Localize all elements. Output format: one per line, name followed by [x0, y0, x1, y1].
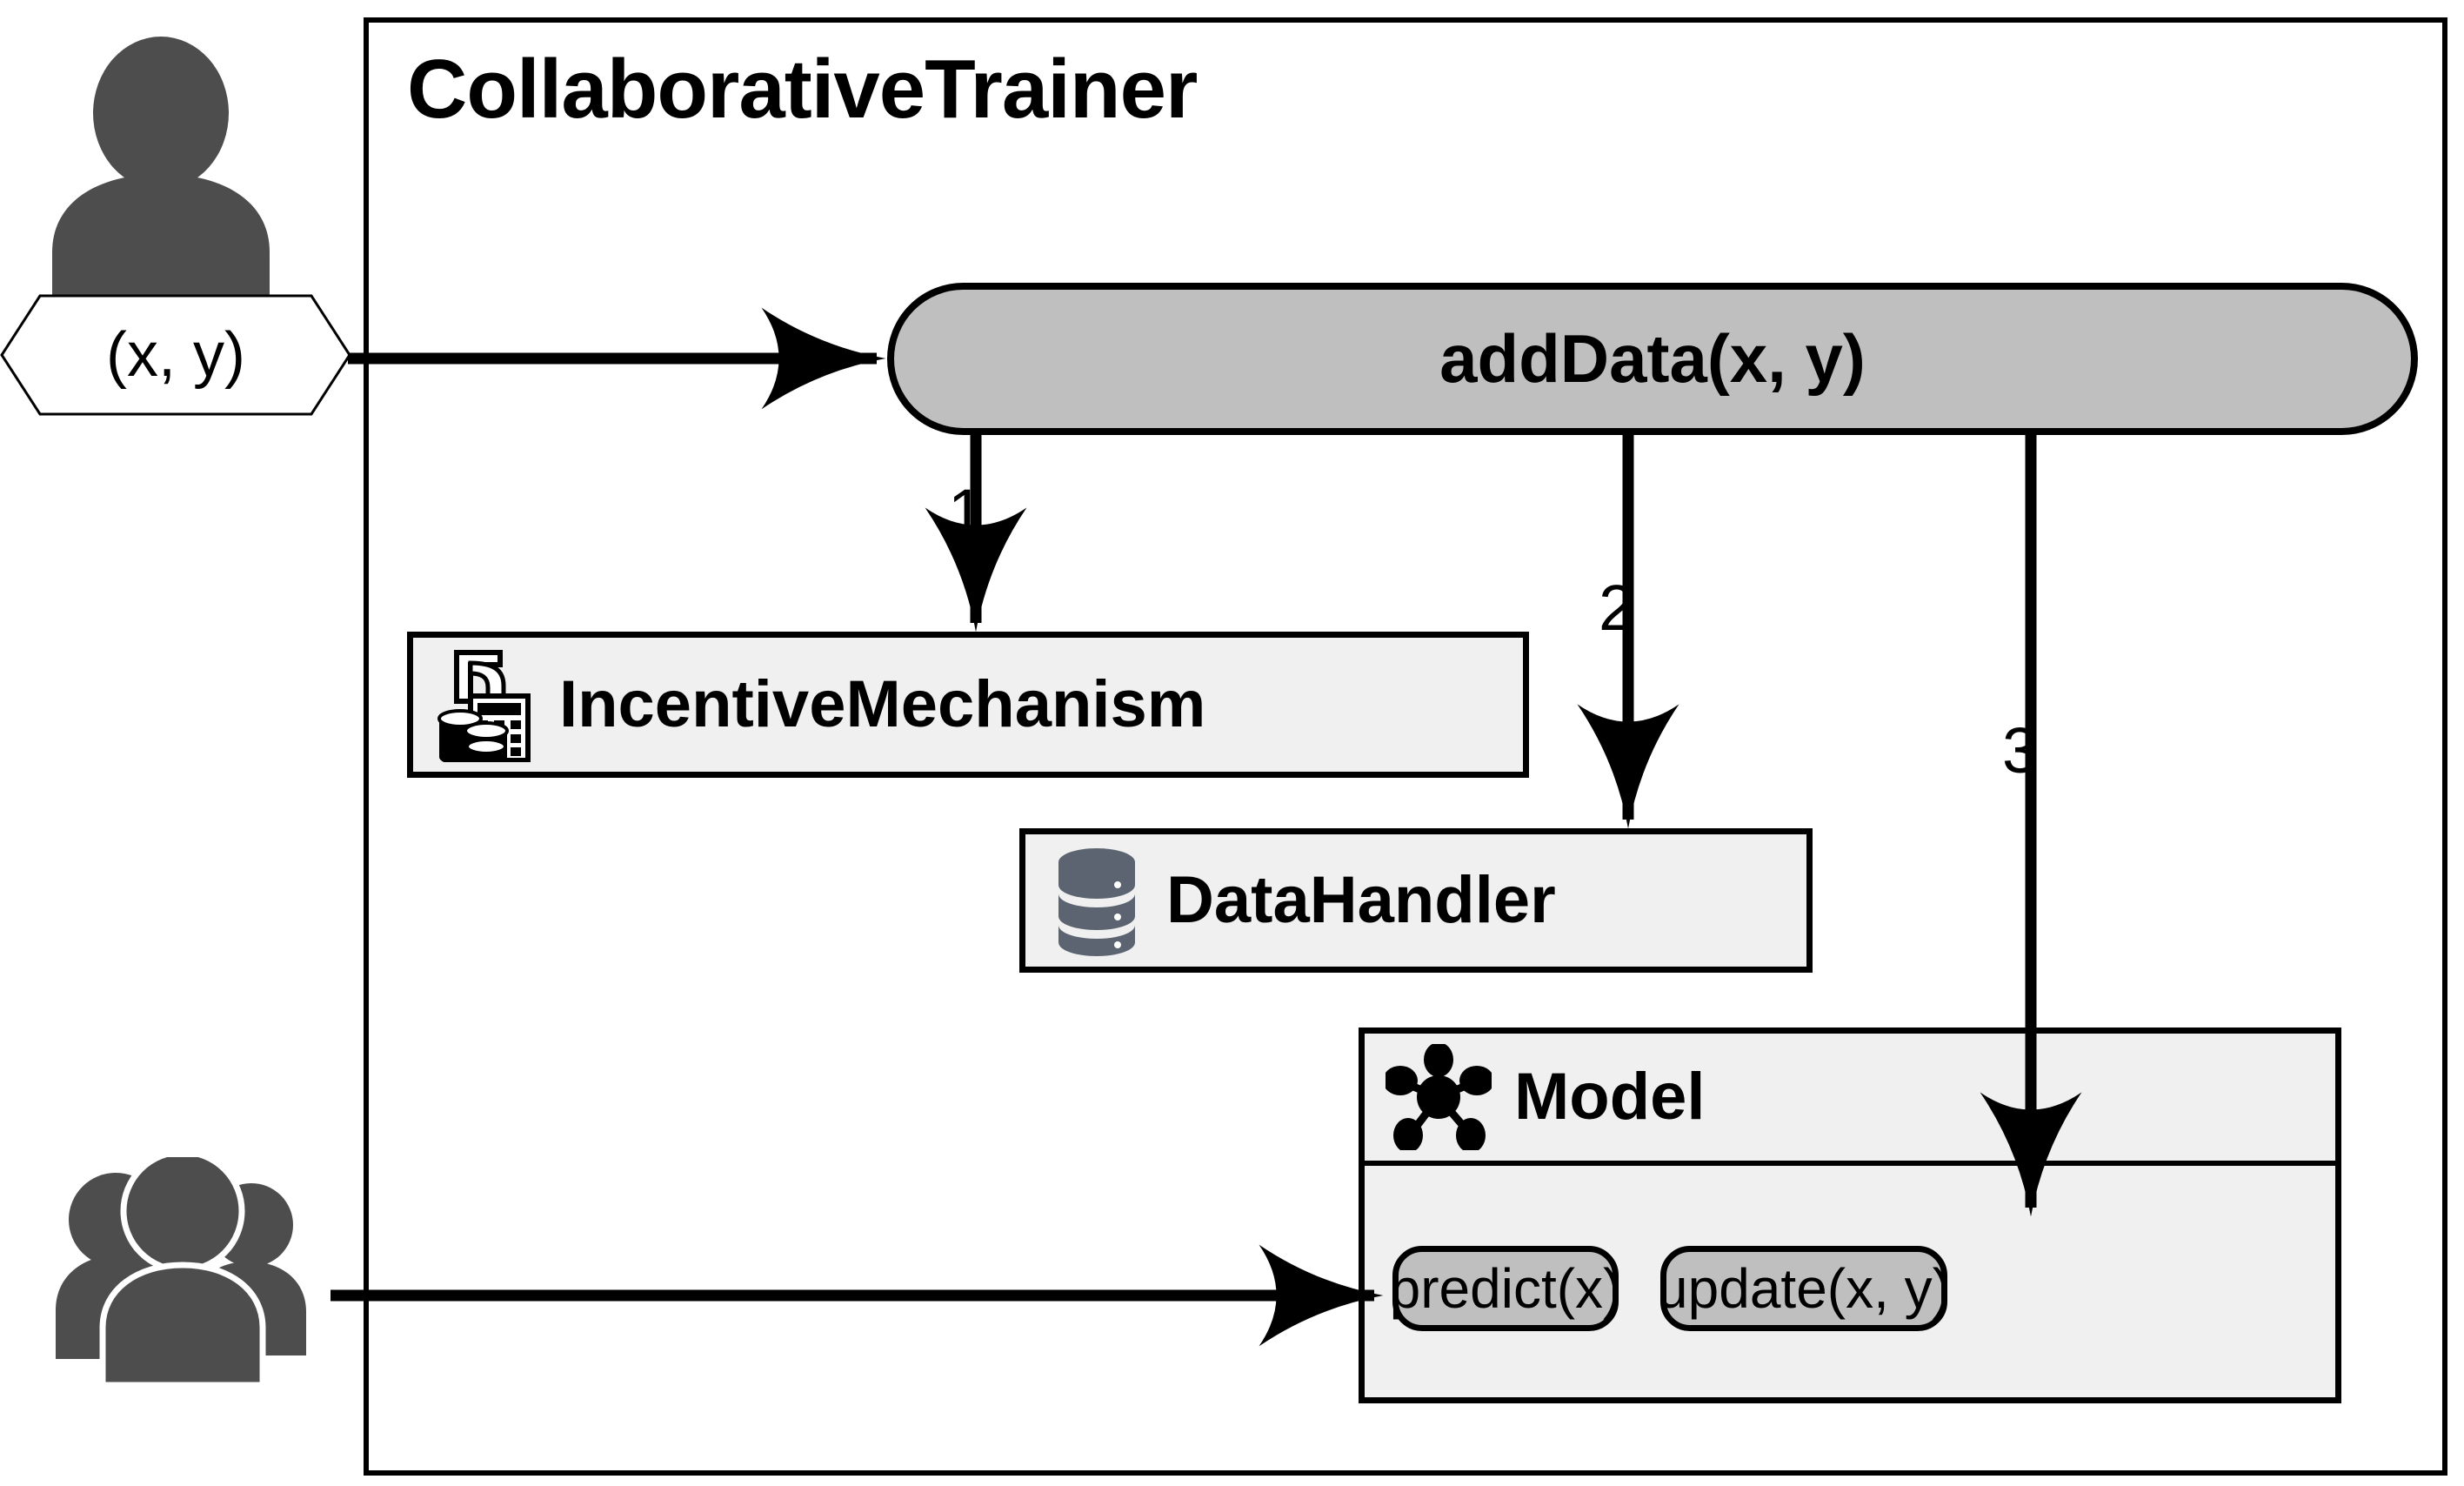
database-icon [1058, 848, 1135, 956]
incentive-mechanism-box[interactable]: IncentiveMechanism [407, 632, 1529, 778]
predict-method-label: predict(x) [1389, 1257, 1622, 1320]
model-box[interactable]: Model predict(x) update(x, y) [1359, 1027, 2341, 1403]
users-group-icon [56, 1157, 306, 1389]
calculator-coins-icon [437, 650, 531, 762]
page-title: CollaborativeTrainer [407, 43, 1198, 136]
predict-method[interactable]: predict(x) [1389, 1246, 1622, 1331]
collaborative-trainer-container [364, 17, 2447, 1476]
step-number-2: 2 [1599, 572, 1635, 644]
input-data-node: (x, y) [0, 294, 351, 416]
user-icon [52, 37, 270, 313]
data-handler-label: DataHandler [1166, 863, 1556, 937]
model-methods-area: predict(x) update(x, y) [1365, 1166, 2335, 1397]
add-data-method[interactable]: addData(x, y) [887, 283, 2418, 435]
add-data-label: addData(x, y) [1439, 320, 1866, 397]
model-label: Model [1514, 1060, 1706, 1134]
input-data-label: (x, y) [106, 320, 245, 390]
model-header: Model [1365, 1034, 2335, 1166]
step-number-3: 3 [2002, 714, 2039, 787]
update-method-label: update(x, y) [1657, 1257, 1951, 1320]
data-handler-box[interactable]: DataHandler [1019, 828, 1813, 973]
step-number-1: 1 [948, 476, 985, 548]
network-hub-icon [1386, 1044, 1492, 1150]
update-method[interactable]: update(x, y) [1657, 1246, 1951, 1331]
hexagon-shape [0, 294, 351, 416]
incentive-mechanism-label: IncentiveMechanism [559, 667, 1206, 741]
